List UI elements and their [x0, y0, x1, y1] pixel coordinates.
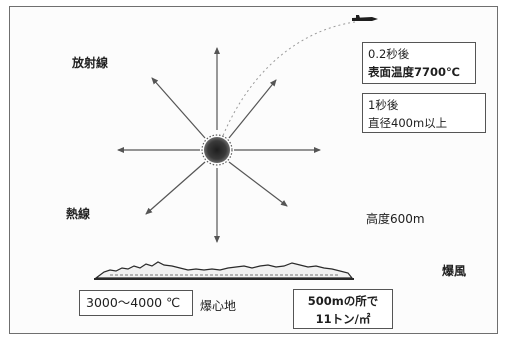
- arrow-up-left: [151, 77, 206, 139]
- ground-temperature-box: 3000〜4000 ℃: [79, 290, 193, 316]
- surface-temperature-label: 表面温度7700℃: [368, 65, 460, 79]
- time-0-2s-label: 0.2秒後: [368, 47, 410, 61]
- blast-label: 爆風: [442, 264, 467, 278]
- time-1s-box: 1秒後 直径400m以上: [362, 93, 486, 133]
- diameter-label: 直径400m以上: [368, 116, 448, 130]
- ground-silhouette: [94, 261, 354, 280]
- time-1s-label: 1秒後: [368, 98, 399, 112]
- hypocenter-label: 爆心地: [200, 299, 237, 313]
- blast-pressure-box: 500mの所で 11トン/㎡: [293, 289, 393, 329]
- ground-temperature-label: 3000〜4000 ℃: [86, 295, 181, 310]
- arrow-down-left: [145, 161, 206, 215]
- arrow-up-right: [228, 79, 277, 139]
- radiation-label: 放射線: [72, 56, 109, 70]
- altitude-label: 高度600m: [366, 212, 425, 226]
- arrow-down-right: [228, 161, 288, 207]
- heat-ray-label: 熱線: [66, 207, 91, 221]
- fireball-icon: [201, 134, 233, 166]
- pressure-value-label: 11トン/㎡: [315, 312, 371, 326]
- airplane-icon: [352, 15, 378, 21]
- time-0-2s-box: 0.2秒後 表面温度7700℃: [362, 42, 476, 84]
- distance-500m-label: 500mの所で: [307, 294, 379, 308]
- radiation-arrows: [117, 47, 321, 243]
- trajectory-path: [221, 21, 356, 139]
